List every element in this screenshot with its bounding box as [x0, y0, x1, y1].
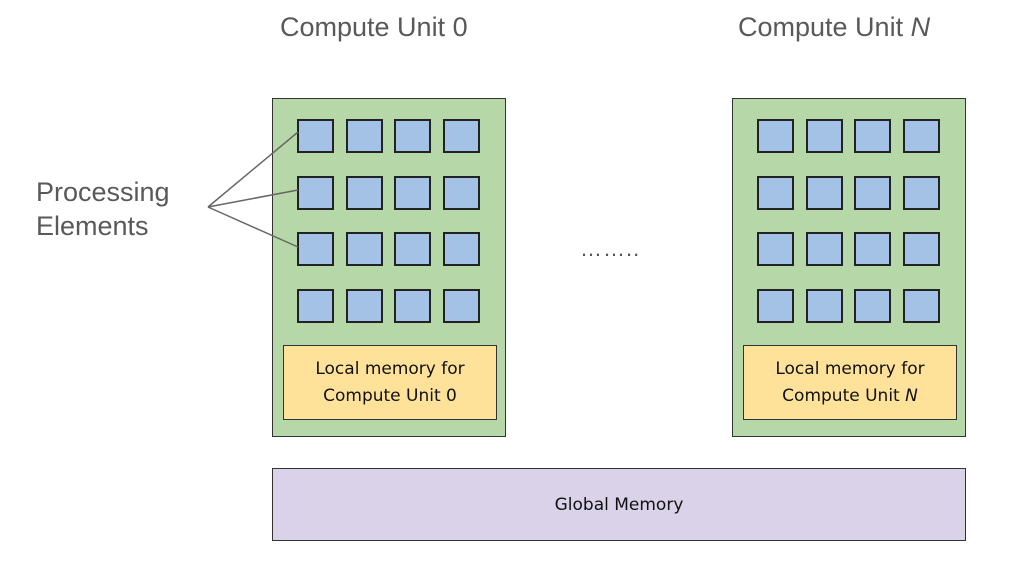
local-memory-compute-unit-0: Local memory for Compute Unit 0 — [283, 345, 497, 420]
pointer-line-row1 — [207, 131, 299, 208]
processing-element — [297, 175, 334, 210]
title-suffix: N — [910, 12, 931, 42]
pointer-line-row3 — [207, 206, 299, 248]
label-line2: Elements — [36, 211, 149, 241]
processing-elements-label: Processing Elements — [36, 175, 170, 243]
processing-element — [345, 288, 383, 323]
processing-element — [757, 175, 794, 210]
processing-element — [442, 232, 480, 266]
local-memory-line1: Local memory for — [315, 358, 465, 379]
processing-element — [902, 232, 940, 266]
processing-element — [297, 232, 334, 266]
line2-suffix: N — [905, 385, 918, 406]
title-prefix: Compute Unit — [280, 12, 453, 42]
local-memory-line1: Local memory for — [775, 358, 925, 379]
processing-element — [805, 288, 843, 323]
compute-unit-0-title: Compute Unit 0 — [280, 12, 468, 43]
processing-element — [345, 119, 383, 153]
processing-element — [394, 119, 431, 153]
processing-element — [854, 288, 891, 323]
ellipsis: …….. — [580, 236, 641, 261]
processing-element — [345, 232, 383, 266]
processing-element — [902, 175, 940, 210]
local-memory-compute-unit-n: Local memory for Compute Unit N — [743, 345, 957, 420]
compute-unit-n-title: Compute Unit N — [738, 12, 930, 43]
processing-element — [394, 288, 431, 323]
processing-element — [805, 175, 843, 210]
label-line1: Processing — [36, 177, 170, 207]
line2-prefix: Compute Unit — [323, 385, 447, 406]
processing-element — [902, 119, 940, 153]
processing-element — [757, 232, 794, 266]
processing-element — [854, 119, 891, 153]
processing-element — [805, 232, 843, 266]
processing-element — [394, 175, 431, 210]
global-memory-label: Global Memory — [554, 494, 684, 515]
processing-element — [757, 119, 794, 153]
global-memory: Global Memory — [272, 468, 966, 541]
local-memory-line2: Compute Unit 0 — [284, 383, 496, 410]
processing-element — [757, 288, 794, 323]
processing-element — [297, 288, 334, 323]
processing-element — [345, 175, 383, 210]
processing-element — [902, 288, 940, 323]
processing-element — [394, 232, 431, 266]
title-prefix: Compute Unit — [738, 12, 911, 42]
local-memory-line2: Compute Unit N — [744, 383, 956, 410]
processing-element — [442, 119, 480, 153]
processing-element — [854, 175, 891, 210]
processing-element — [854, 232, 891, 266]
pointer-line-row2 — [207, 189, 299, 208]
processing-element — [442, 288, 480, 323]
processing-element — [442, 175, 480, 210]
line2-suffix: 0 — [446, 385, 457, 406]
title-suffix: 0 — [452, 12, 468, 42]
processing-element — [805, 119, 843, 153]
line2-prefix: Compute Unit — [782, 385, 906, 406]
processing-element — [297, 119, 334, 153]
